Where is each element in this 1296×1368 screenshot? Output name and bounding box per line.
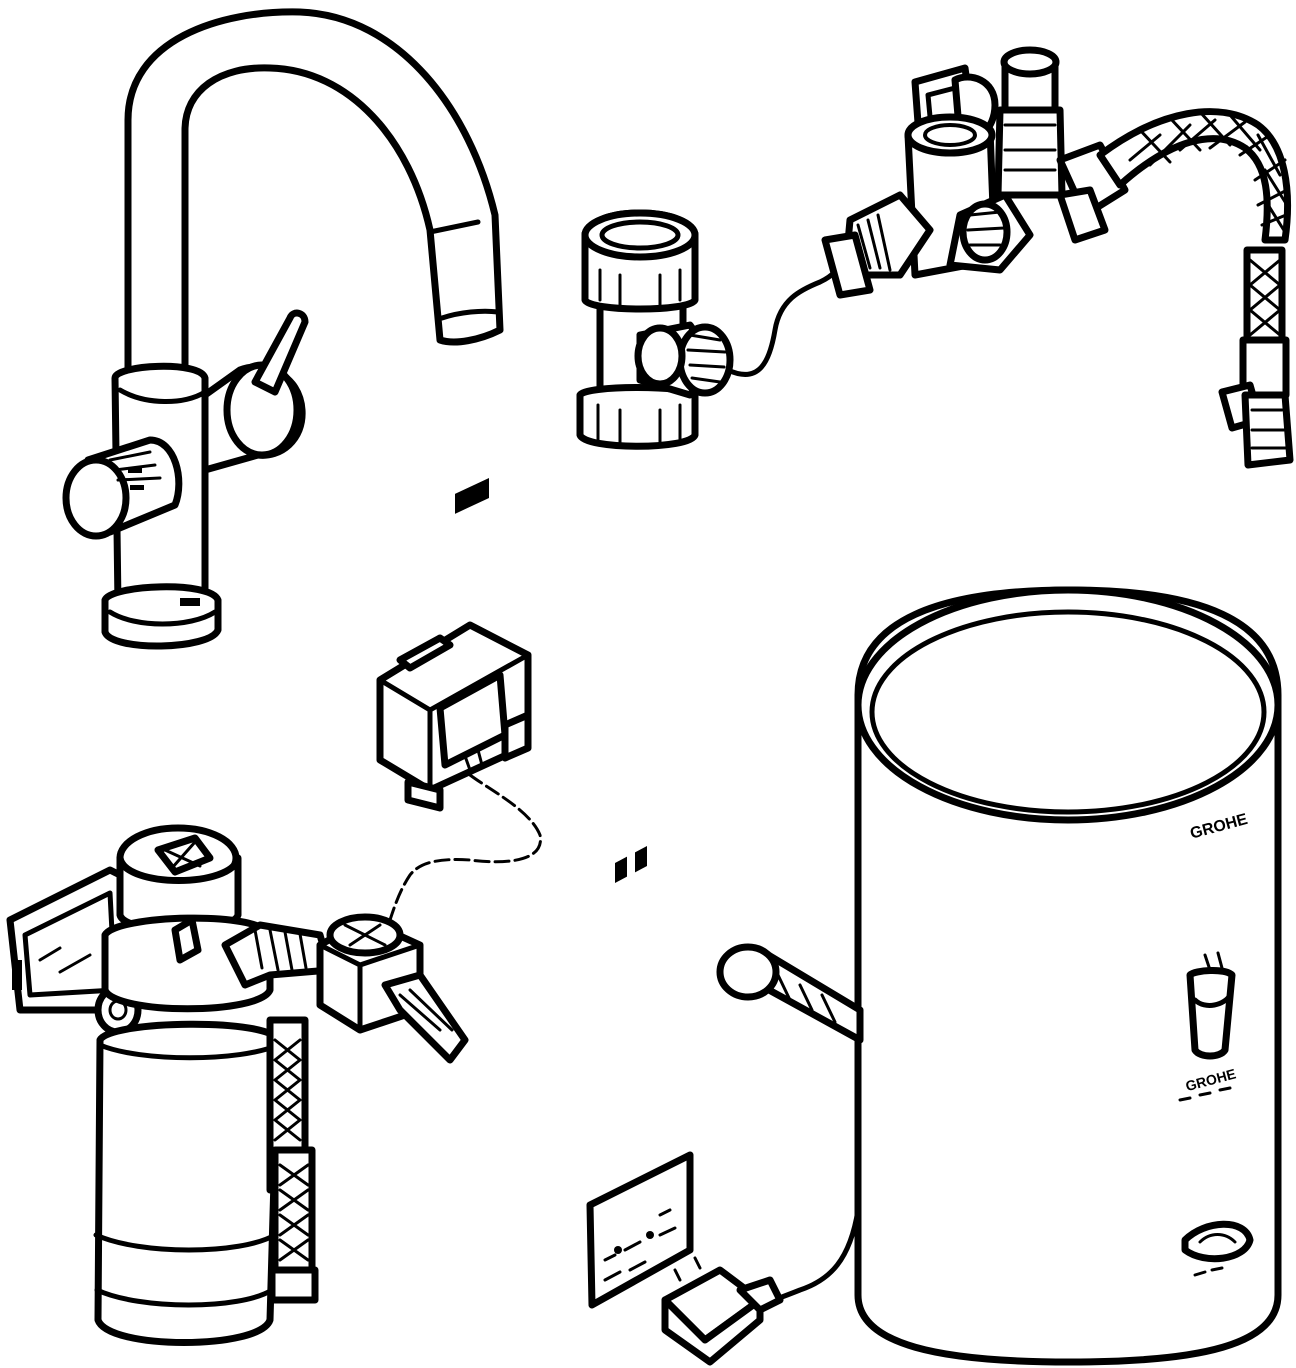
control-cable — [388, 773, 542, 922]
t-piece-with-sensor — [576, 209, 734, 450]
power-plug — [661, 1256, 784, 1366]
control-box-display — [455, 477, 489, 514]
hot-cup-icon — [1186, 951, 1236, 1060]
grohe-emblem — [1181, 1220, 1254, 1277]
sensor-cable — [725, 252, 848, 377]
boiler-tank: GROHE GROHE — [716, 586, 1282, 1366]
braided-hose — [1096, 108, 1292, 244]
control-box — [376, 477, 532, 812]
filter-cartridge — [94, 1020, 282, 1346]
filter-unit — [6, 824, 469, 1346]
faucet — [62, 8, 504, 650]
faucet-logo-mark — [180, 598, 200, 606]
handle-lever — [251, 309, 309, 396]
warning-label — [586, 845, 694, 1309]
boiler-lid — [854, 586, 1282, 824]
mixing-valve-with-hose — [821, 46, 1294, 469]
faucet-spout — [124, 8, 504, 376]
knob-face — [62, 456, 130, 540]
